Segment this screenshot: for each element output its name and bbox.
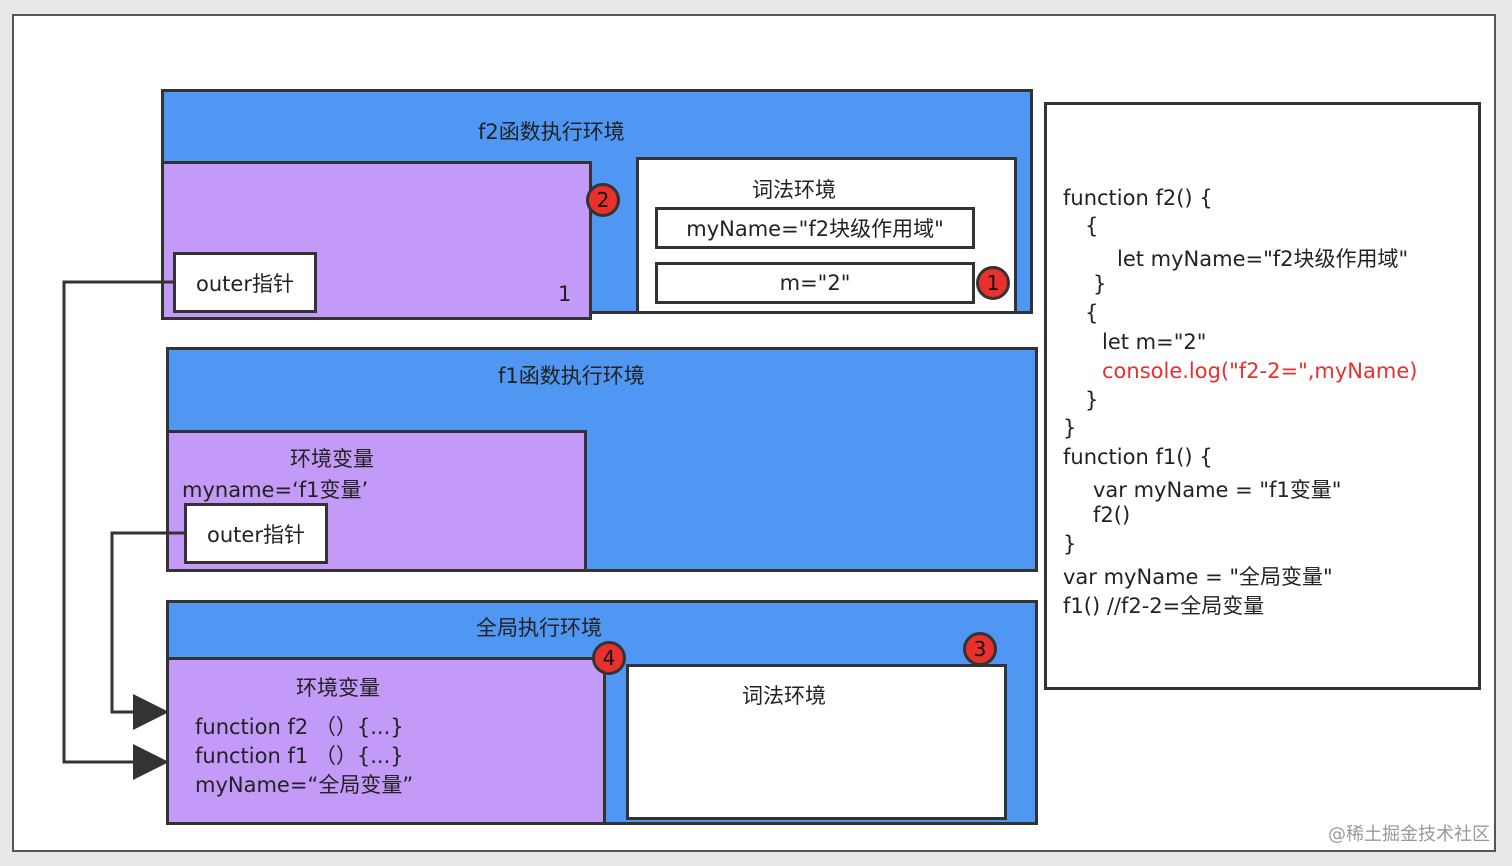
code-line: let myName="f2块级作用域"	[1117, 247, 1409, 271]
f1-outer-arrow	[110, 531, 184, 730]
code-line: }	[1063, 416, 1077, 440]
global-variable-environment	[166, 657, 606, 825]
code-line: }	[1063, 532, 1077, 556]
f1-var-myname: myname=‘f1变量’	[182, 478, 369, 502]
f2-lexical-var-myname: myName="f2块级作用域"	[655, 207, 975, 249]
f1-outer-pointer: outer指针	[184, 503, 328, 564]
f2-outer-arrow	[62, 280, 173, 780]
global-var-f2: function f2 （）{...}	[195, 715, 404, 739]
code-panel	[1044, 102, 1481, 690]
watermark: @稀土掘金技术社区	[1328, 824, 1490, 845]
code-line: {	[1085, 301, 1099, 325]
code-line: var myName = "f1变量"	[1093, 478, 1342, 502]
f2-number-label: 1	[558, 282, 572, 306]
code-line: function f2() {	[1063, 186, 1213, 210]
global-var-myname: myName=“全局变量”	[195, 773, 414, 797]
code-line-console-log: console.log("f2-2=",myName)	[1102, 359, 1418, 383]
f2-outer-pointer: outer指针	[173, 252, 317, 313]
f1-context-title: f1函数执行环境	[498, 364, 645, 388]
global-var-f1: function f1 （）{...}	[195, 744, 404, 768]
f2-context-title: f2函数执行环境	[478, 120, 625, 144]
badge-4: 4	[592, 641, 626, 675]
global-lexical-title: 词法环境	[742, 684, 826, 708]
code-line: var myName = "全局变量"	[1063, 565, 1333, 589]
code-line: f2()	[1093, 503, 1131, 527]
global-lexical-environment	[626, 664, 1007, 820]
code-line: let m="2"	[1102, 330, 1207, 354]
code-line: }	[1093, 272, 1107, 296]
code-line: }	[1085, 388, 1099, 412]
code-line: {	[1085, 214, 1099, 238]
badge-1: 1	[976, 266, 1010, 300]
global-context-title: 全局执行环境	[476, 616, 602, 640]
badge-2: 2	[586, 183, 620, 217]
global-var-env-title: 环境变量	[296, 676, 380, 700]
f1-var-env-title: 环境变量	[290, 447, 374, 471]
code-line: function f1() {	[1063, 445, 1213, 469]
badge-3: 3	[963, 632, 997, 666]
f2-lexical-title: 词法环境	[752, 178, 836, 202]
f2-lexical-var-m: m="2"	[655, 262, 975, 304]
code-line: f1() //f2-2=全局变量	[1063, 594, 1265, 618]
